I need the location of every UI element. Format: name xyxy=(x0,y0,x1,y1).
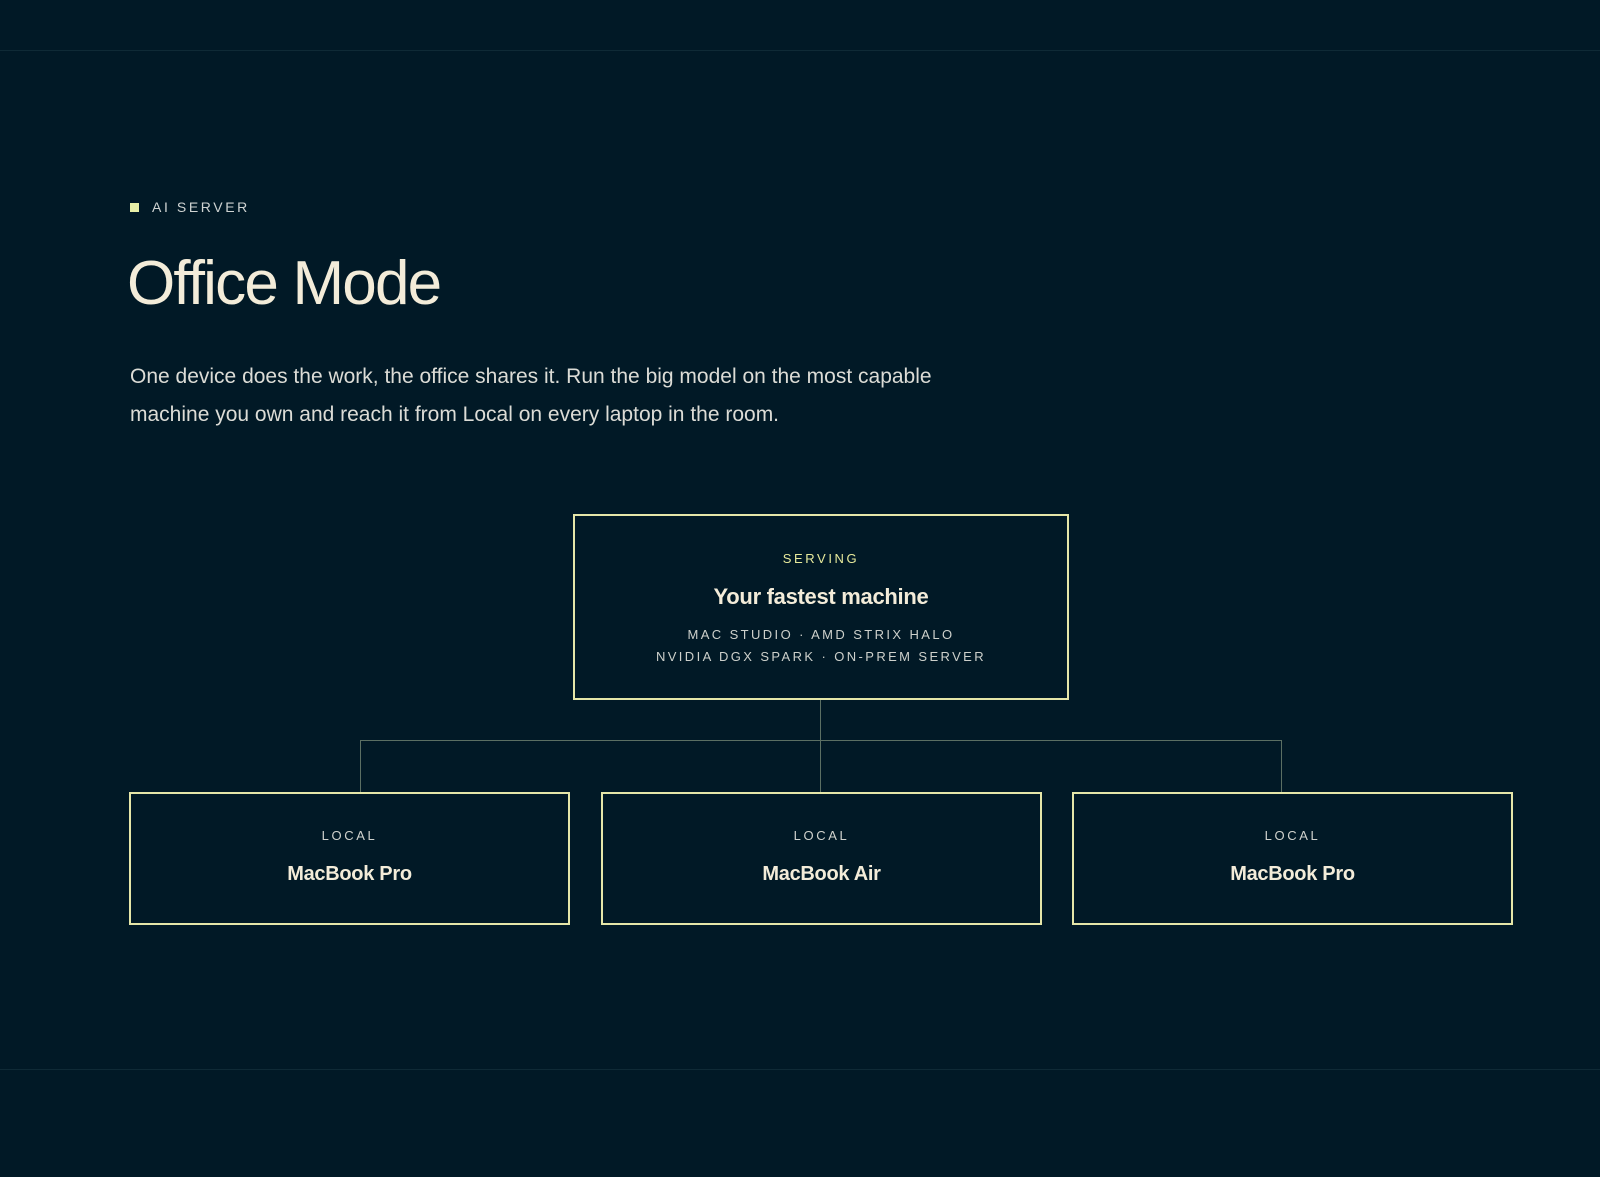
client-name: MacBook Pro xyxy=(287,863,412,885)
server-tag: SERVING xyxy=(782,551,860,566)
client-tag: LOCAL xyxy=(321,828,378,843)
server-spec-line: NVIDIA DGX SPARK · ON-PREM SERVER xyxy=(655,649,987,664)
office-mode-section: AI SERVER Office Mode One device does th… xyxy=(127,196,1510,434)
client-node-macbook-air: LOCAL MacBook Air xyxy=(601,792,1042,925)
square-bullet-icon xyxy=(130,202,139,212)
client-tag: LOCAL xyxy=(793,828,850,843)
server-name: Your fastest machine xyxy=(713,584,929,609)
server-node: SERVING Your fastest machine MAC STUDIO … xyxy=(573,514,1069,700)
client-tag: LOCAL xyxy=(1264,828,1321,843)
client-node-macbook-pro: LOCAL MacBook Pro xyxy=(129,792,570,925)
server-specs: MAC STUDIO · AMD STRIX HALO NVIDIA DGX S… xyxy=(575,624,1067,668)
bottom-divider xyxy=(0,1069,1600,1070)
server-spec-line: MAC STUDIO · AMD STRIX HALO xyxy=(687,627,955,642)
section-description: One device does the work, the office sha… xyxy=(130,365,932,426)
client-node-macbook-pro-2: LOCAL MacBook Pro xyxy=(1072,792,1513,925)
top-divider xyxy=(0,50,1600,51)
connector-left xyxy=(360,740,361,792)
page-title: Office Mode xyxy=(127,249,442,318)
connector-bus xyxy=(360,740,1282,741)
connector-right xyxy=(1281,740,1282,792)
eyebrow-label: AI SERVER xyxy=(152,199,250,215)
connector-trunk xyxy=(820,700,821,792)
client-name: MacBook Air xyxy=(762,863,881,885)
section-eyebrow: AI SERVER xyxy=(130,196,1510,218)
client-name: MacBook Pro xyxy=(1230,863,1355,885)
